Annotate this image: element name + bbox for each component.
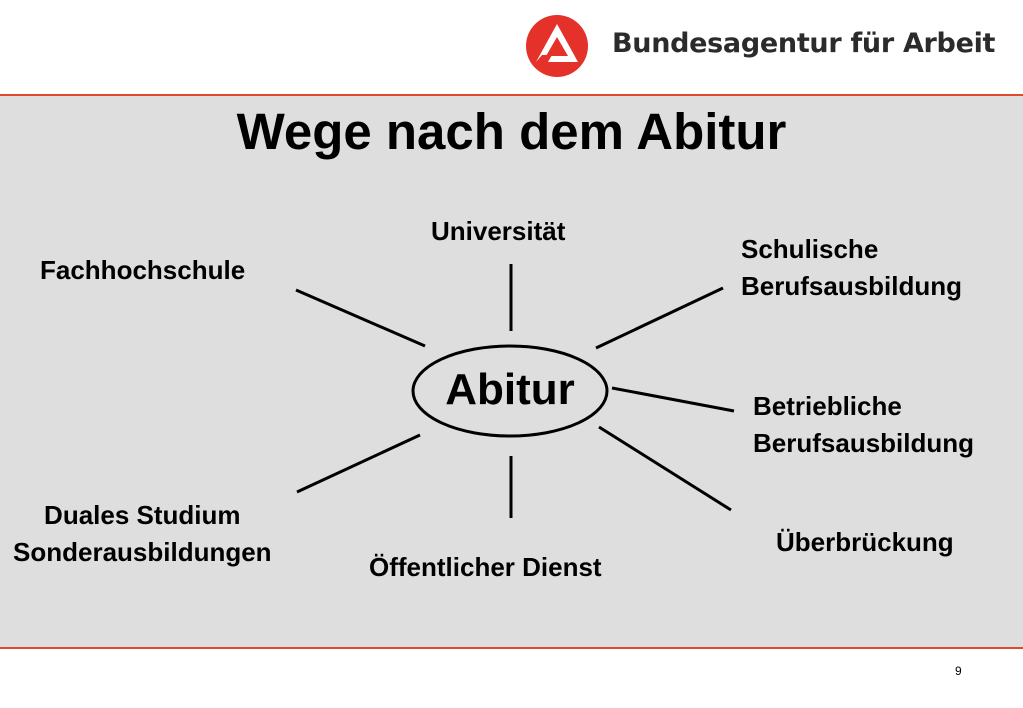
node-label: Öffentlicher Dienst [369,552,602,582]
center-node-label: Abitur [445,365,575,414]
node-label-line-1: Schulische [741,234,879,264]
connector-schulische [595,286,724,350]
node-betriebliche-berufsausbildung: Betriebliche Berufsausbildung [753,388,974,462]
node-label: Fachhochschule [40,255,246,285]
node-duales-studium: Duales Studium Sonderausbildungen [13,497,272,571]
connector-ueberbrueckung [598,425,732,512]
node-label: Universität [431,216,566,246]
node-fachhochschule: Fachhochschule [40,252,245,289]
node-label-line-2: Berufsausbildung [753,428,975,458]
node-universitaet: Universität [431,213,565,250]
node-schulische-berufsausbildung: Schulische Berufsausbildung [741,231,962,305]
node-label-line-1: Duales Studium [44,500,241,530]
connector-duales-studium [296,433,421,494]
page-number: 9 [955,664,962,678]
node-label-line-2: Sonderausbildungen [13,537,272,567]
ba-logo-icon [526,15,588,77]
header: Bundesagentur für Arbeit [0,0,1023,92]
node-oeffentlicher-dienst: Öffentlicher Dienst [369,549,602,586]
node-label-line-1: Betriebliche [753,391,902,421]
connector-betriebliche [611,386,735,413]
node-label-line-2: Berufsausbildung [741,271,963,301]
content-panel [0,94,1023,649]
center-ellipse [411,344,609,438]
node-ueberbrueckung: Überbrückung [776,524,954,561]
node-label: Überbrückung [776,527,954,557]
brand-name: Bundesagentur für Arbeit [612,28,996,59]
connector-fachhochschule [295,288,426,348]
page-title: Wege nach dem Abitur [236,103,787,160]
